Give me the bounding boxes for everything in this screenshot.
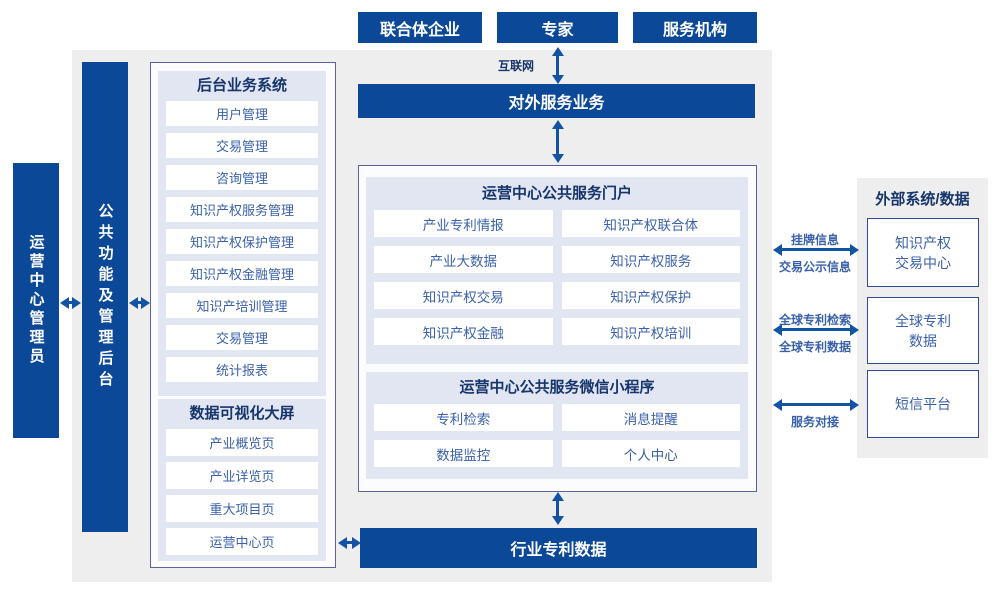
backend-item: 咨询管理 xyxy=(166,165,318,190)
service-connect-label: 服务对接 xyxy=(790,415,839,429)
backend-item: 用户管理 xyxy=(166,101,318,126)
external-service-label: 对外服务业务 xyxy=(508,95,605,112)
backend-system-list: 用户管理 交易管理 咨询管理 知识产权服务管理 知识产权保护管理 知识产权金融管… xyxy=(158,101,326,382)
dashboard-item: 产业详览页 xyxy=(166,462,318,489)
portal-item: 产业专利情报 xyxy=(374,210,553,237)
actor-service-agency: 服务机构 xyxy=(633,12,757,43)
miniapp-item: 个人中心 xyxy=(561,440,740,467)
public-function-backend-bar: 公共功能及管理后台 xyxy=(82,62,128,532)
backend-item: 知识产权金融管理 xyxy=(166,261,318,286)
miniapp-item: 数据监控 xyxy=(374,440,553,467)
center-container: 运营中心公共服务门户 产业专利情报 知识产权联合体 产业大数据 知识产权服务 知… xyxy=(358,165,757,492)
actor-consortium-enterprise: 联合体企业 xyxy=(358,12,482,43)
backend-item: 统计报表 xyxy=(166,357,318,382)
global-patent-data-label: 全球专利数据 xyxy=(778,340,851,354)
miniapp-item: 消息提醒 xyxy=(561,404,740,431)
backend-system-title: 后台业务系统 xyxy=(196,77,287,94)
external-box-sms-platform: 短信平台 xyxy=(867,370,979,438)
actor-label: 服务机构 xyxy=(662,21,727,39)
external-box-global-patent-data: 全球专利 数据 xyxy=(867,297,979,364)
dashboard-item: 产业概览页 xyxy=(166,429,318,456)
portal-item: 知识产权服务 xyxy=(561,246,740,273)
portal-item: 知识产权保护 xyxy=(561,282,740,309)
backend-system-panel: 后台业务系统 用户管理 交易管理 咨询管理 知识产权服务管理 知识产权保护管理 … xyxy=(158,71,326,396)
arrow-backend-to-column-icon xyxy=(129,296,150,309)
portal-title: 运营中心公共服务门户 xyxy=(481,185,632,202)
admin-bar-label: 运营中心管理员 xyxy=(27,234,45,367)
dashboard-panel: 数据可视化大屏 产业概览页 产业详览页 重大项目页 运营中心页 xyxy=(158,399,326,561)
dashboard-title: 数据可视化大屏 xyxy=(189,405,295,422)
listing-info-label: 挂牌信息 xyxy=(790,233,839,247)
dashboard-item: 重大项目页 xyxy=(166,495,318,522)
portal-item: 产业大数据 xyxy=(374,246,553,273)
arrow-service-to-center-icon xyxy=(551,120,564,163)
dashboard-item: 运营中心页 xyxy=(166,528,318,555)
arrow-ip-trade-icon xyxy=(773,243,859,256)
actor-expert: 专家 xyxy=(497,12,618,43)
backend-item: 知识产权保护管理 xyxy=(166,229,318,254)
backend-item: 交易管理 xyxy=(166,133,318,158)
portal-item: 知识产权金融 xyxy=(374,318,553,345)
arrow-sms-icon xyxy=(773,398,859,411)
industry-patent-label: 行业专利数据 xyxy=(510,542,607,559)
backend-item: 交易管理 xyxy=(166,325,318,350)
arrow-dashboard-to-industry-icon xyxy=(338,536,361,549)
backend-item: 知识产权服务管理 xyxy=(166,197,318,222)
miniapp-grid: 专利检索 消息提醒 数据监控 个人中心 xyxy=(366,404,748,467)
portal-item: 知识产权联合体 xyxy=(561,210,740,237)
arrow-admin-to-backend-icon xyxy=(60,296,81,309)
portal-item: 知识产权培训 xyxy=(561,318,740,345)
miniapp-title: 运营中心公共服务微信小程序 xyxy=(459,379,655,396)
portal-panel: 运营中心公共服务门户 产业专利情报 知识产权联合体 产业大数据 知识产权服务 知… xyxy=(366,177,748,364)
miniapp-panel: 运营中心公共服务微信小程序 专利检索 消息提醒 数据监控 个人中心 xyxy=(366,372,748,479)
external-panel-title: 外部系统/数据 xyxy=(875,191,970,208)
operation-center-admin-bar: 运营中心管理员 xyxy=(13,163,59,438)
left-column-container: 后台业务系统 用户管理 交易管理 咨询管理 知识产权服务管理 知识产权保护管理 … xyxy=(150,62,336,568)
external-box-ip-trade-center: 知识产权 交易中心 xyxy=(867,218,979,287)
arrow-internet-icon xyxy=(551,47,564,84)
external-service-bar: 对外服务业务 xyxy=(358,84,755,118)
backend-item: 知识产培训管理 xyxy=(166,293,318,318)
arrow-center-to-industry-icon xyxy=(551,492,564,525)
arrow-global-patent-icon xyxy=(773,323,859,336)
industry-patent-bar: 行业专利数据 xyxy=(360,528,757,568)
portal-grid: 产业专利情报 知识产权联合体 产业大数据 知识产权服务 知识产权交易 知识产权保… xyxy=(366,210,748,345)
internet-label: 互联网 xyxy=(497,59,534,73)
portal-item: 知识产权交易 xyxy=(374,282,553,309)
actor-label: 专家 xyxy=(541,21,574,39)
trade-publicity-label: 交易公示信息 xyxy=(778,260,851,274)
miniapp-item: 专利检索 xyxy=(374,404,553,431)
global-patent-search-label: 全球专利检索 xyxy=(778,313,851,327)
backend-bar-label: 公共功能及管理后台 xyxy=(96,202,114,392)
actor-label: 联合体企业 xyxy=(379,21,460,39)
dashboard-list: 产业概览页 产业详览页 重大项目页 运营中心页 xyxy=(158,429,326,555)
